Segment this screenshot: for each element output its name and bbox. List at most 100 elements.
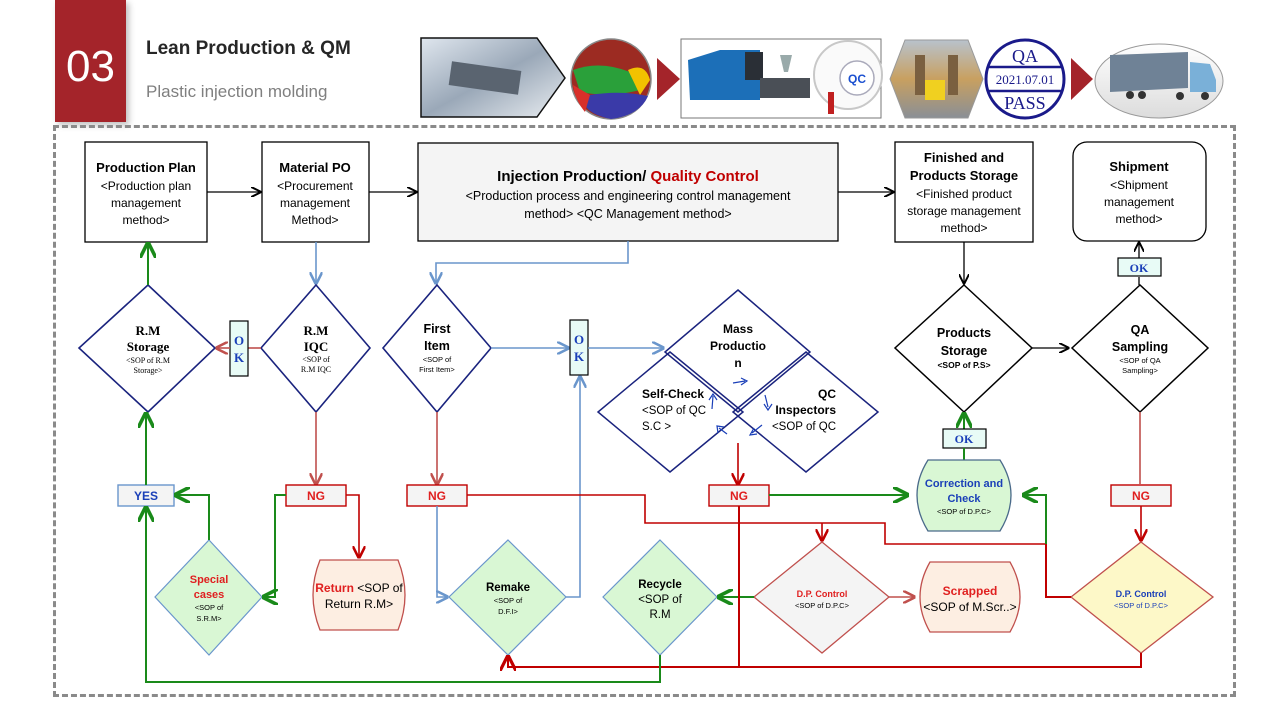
machine-icon: [688, 50, 760, 100]
rm-storage-diamond[interactable]: R.M Storage <SOP of R.M Storage>: [77, 283, 217, 414]
material-po-desc-1: <Procurement: [277, 179, 353, 193]
ok-text: OK: [1130, 261, 1149, 275]
truck-icon: [1110, 52, 1188, 92]
self-check-title: Self-Check: [642, 387, 704, 401]
self-check-diamond[interactable]: [596, 351, 745, 473]
remake-sop-2: D.F.I>: [498, 607, 518, 616]
production-plan-desc-3: method>: [122, 213, 169, 227]
shipment-title: Shipment: [1109, 159, 1169, 174]
ok-label-shipment: OK: [1117, 257, 1162, 277]
ok-letter-o: O: [234, 333, 244, 348]
recycle-diamond[interactable]: Recycle <SOP of R.M: [602, 539, 718, 656]
special-cases-title-1: Special: [190, 574, 229, 586]
yes-label: YES: [117, 484, 175, 507]
production-plan-box[interactable]: Production Plan <Production plan managem…: [84, 141, 208, 243]
mass-production-title-2: Productio: [710, 339, 766, 353]
arrow-special-to-yes: [176, 495, 210, 540]
ok-label-first-item: O K: [569, 319, 589, 376]
injection-production-box[interactable]: Injection Production/ Quality Control <P…: [417, 142, 839, 242]
correction-check-terminal[interactable]: Correction and Check <SOP of D.P.C>: [916, 459, 1012, 532]
finished-storage-title-1: Finished and: [924, 150, 1004, 165]
return-title: Return: [315, 581, 354, 595]
ok-text: OK: [955, 432, 974, 446]
dp-control-center-sop: <SOP of D.P.C>: [795, 601, 850, 610]
ng-text: NG: [428, 489, 446, 503]
qa-pass-stamp: QA 2021.07.01 PASS: [984, 38, 1066, 120]
qa-sampling-title-2: Sampling: [1112, 340, 1168, 354]
injection-title: Injection Production/ Quality Control: [497, 168, 759, 185]
dp-control-center-diamond[interactable]: D.P. Control <SOP of D.P.C>: [752, 541, 891, 654]
products-storage-sop: <SOP of P.S>: [937, 360, 990, 370]
qa-sampling-diamond[interactable]: QA Sampling <SOP of QA Sampling>: [1070, 283, 1210, 414]
rm-iqc-sop-2: R.M IQC: [301, 365, 331, 374]
arrow-ng-to-special: [264, 494, 286, 597]
finished-storage-desc-1: <Finished product: [916, 187, 1012, 201]
special-cases-diamond[interactable]: Special cases <SOP of S.R.M>: [154, 539, 263, 656]
first-item-title-1: First: [423, 322, 451, 336]
scrapped-sop: <SOP of M.Scr..>: [923, 600, 1016, 614]
rm-storage-sop-2: Storage>: [134, 366, 163, 375]
mass-production-diamond[interactable]: [663, 289, 812, 413]
qc-label: QC: [848, 72, 866, 86]
recycle-title: Recycle: [638, 579, 681, 591]
injection-title-b: Quality Control: [651, 168, 759, 185]
connector-ng-route-long: [467, 494, 1046, 545]
ok-letter-k: K: [234, 350, 245, 365]
page-subtitle: Plastic injection molding: [146, 82, 328, 101]
rm-storage-sop-1: <SOP of R.M: [126, 356, 170, 365]
ok-letter-o: O: [574, 332, 584, 347]
remake-diamond[interactable]: Remake <SOP of D.F.I>: [448, 539, 567, 656]
stamp-top-text: QA: [1012, 46, 1038, 66]
self-check-sop-1: <SOP of QC: [642, 405, 706, 417]
ng-label-iqc: NG: [285, 484, 347, 507]
mass-production-cluster[interactable]: Mass Productio n Self-Check <SOP of QC S…: [596, 289, 880, 473]
shipment-desc-1: <Shipment: [1110, 178, 1168, 192]
scrapped-terminal[interactable]: Scrapped <SOP of M.Scr..>: [919, 561, 1021, 633]
shipment-desc-2: management: [1104, 195, 1175, 209]
arrow-recycle-to-yes: [146, 508, 661, 683]
injection-desc-2: method> <QC Management method>: [524, 207, 731, 221]
dp-control-center-title: D.P. Control: [797, 589, 848, 599]
plastic-pellets-image: [570, 38, 652, 120]
qc-inspectors-title-1: QC: [818, 387, 836, 401]
ok-letter-k: K: [574, 349, 585, 364]
return-terminal[interactable]: Return <SOP of Return R.M>: [312, 559, 406, 631]
material-po-box[interactable]: Material PO <Procurement management Meth…: [261, 141, 370, 243]
first-item-diamond[interactable]: First Item <SOP of First Item>: [381, 283, 493, 414]
qa-sampling-sop-2: Sampling>: [1122, 366, 1158, 375]
finished-storage-box[interactable]: Finished and Products Storage <Finished …: [894, 141, 1034, 243]
qc-inspectors-title-2: Inspectors: [775, 403, 836, 417]
scrapped-title: Scrapped: [943, 584, 998, 598]
material-po-desc-3: Method>: [291, 213, 338, 227]
section-number-badge: 03: [55, 0, 126, 122]
ok-label-correction: OK: [942, 428, 987, 449]
injection-machine-image: QC: [680, 38, 883, 119]
material-po-title: Material PO: [279, 160, 351, 175]
qc-inspectors-diamond[interactable]: [731, 351, 880, 473]
production-plan-desc-1: <Production plan: [101, 179, 191, 193]
products-storage-diamond[interactable]: Products Storage <SOP of P.S>: [893, 283, 1034, 414]
rm-storage-title-2: Storage: [127, 339, 170, 354]
arrow-bottom-to-remake: [508, 653, 1142, 667]
special-cases-title-2: cases: [194, 589, 225, 601]
tablet-icon: [448, 61, 522, 95]
finished-storage-desc-2: storage management: [907, 204, 1021, 218]
ng-text: NG: [307, 489, 325, 503]
ng-label-qa: NG: [1110, 484, 1172, 507]
products-storage-title-1: Products: [937, 326, 991, 340]
banner-arrow-icon: [1071, 58, 1093, 100]
remake-sop-1: <SOP of: [494, 596, 523, 605]
material-po-desc-2: management: [280, 196, 351, 210]
first-item-title-2: Item: [424, 339, 450, 353]
recycle-sop-2: R.M: [649, 609, 670, 621]
dp-control-right-diamond[interactable]: D.P. Control <SOP of D.P.C>: [1069, 541, 1215, 654]
return-text-1: Return <SOP of: [315, 581, 403, 595]
cycle-arrows-icon: [708, 377, 773, 436]
first-item-sop-2: First Item>: [419, 365, 455, 374]
rm-iqc-diamond[interactable]: R.M IQC <SOP of R.M IQC: [259, 283, 372, 414]
qc-inspectors-sop: <SOP of QC: [772, 421, 836, 433]
magnifier-icon: [839, 60, 875, 96]
correction-title-1: Correction and: [925, 478, 1003, 490]
shipment-box[interactable]: Shipment <Shipment management method>: [1072, 141, 1207, 242]
